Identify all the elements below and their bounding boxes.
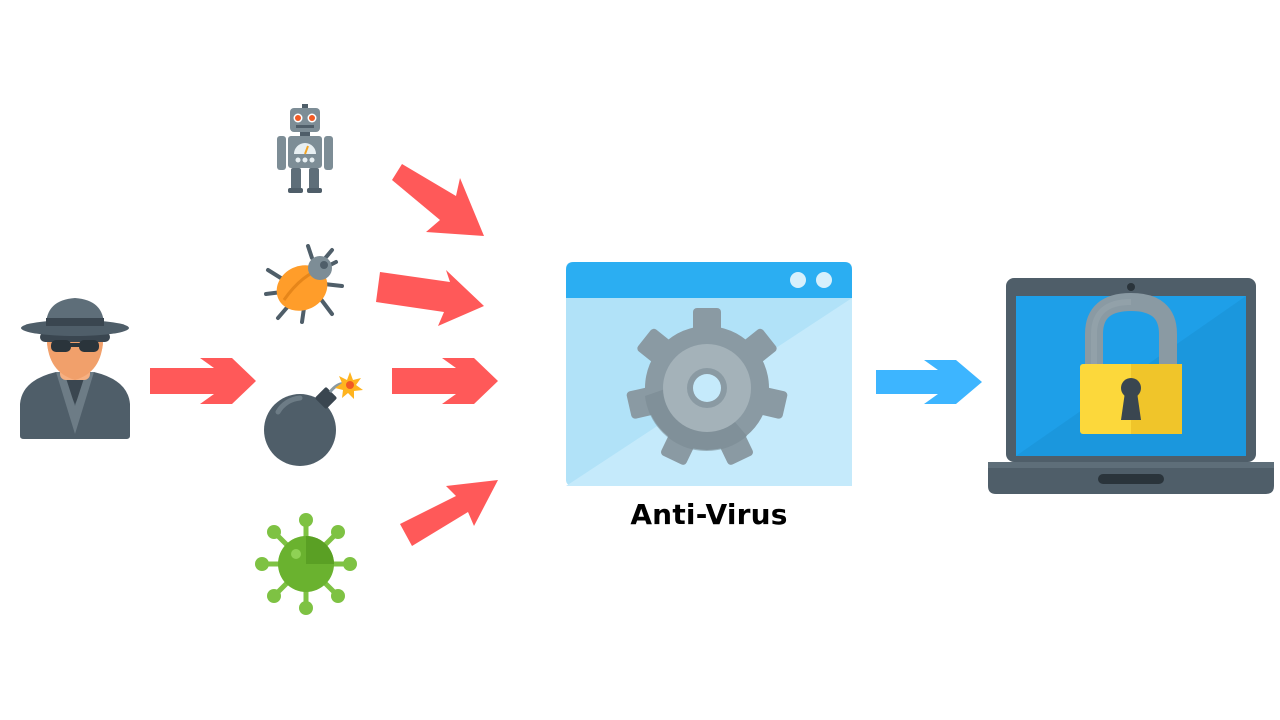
threat-arrow: [396, 474, 504, 550]
bomb-icon: [262, 370, 366, 470]
lock-icon: [1080, 292, 1182, 434]
gear-icon: [626, 308, 788, 465]
bug-icon: [262, 244, 348, 326]
antivirus-window-icon: [566, 262, 852, 488]
virus-icon: [254, 512, 358, 616]
laptop-lock-icon: [986, 276, 1276, 498]
threat-arrow: [390, 356, 500, 406]
robot-icon: [274, 104, 336, 194]
antivirus-label: Anti-Virus: [630, 498, 788, 531]
safe-arrow: [874, 358, 984, 406]
threat-arrow: [374, 268, 490, 328]
spy-hacker-icon: [16, 296, 134, 442]
threat-arrow: [388, 156, 490, 242]
threat-arrow: [148, 356, 258, 406]
